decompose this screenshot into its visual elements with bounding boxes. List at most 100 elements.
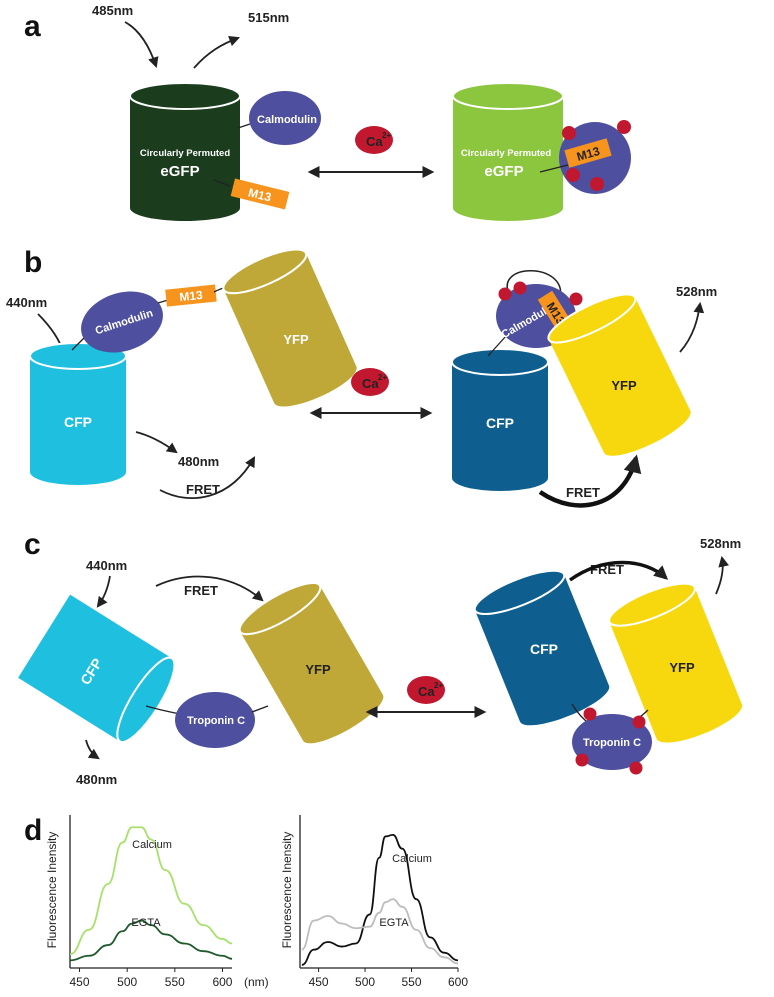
yfp-label: YFP xyxy=(669,660,695,675)
calcium-ion xyxy=(351,368,389,396)
fret-arrow xyxy=(568,560,669,582)
series-line-egta xyxy=(301,898,459,965)
calcium-ion xyxy=(498,287,512,301)
fret-label: FRET xyxy=(186,482,220,497)
cfp-emission-label: 480nm xyxy=(76,772,117,787)
calcium-charge: 2+ xyxy=(378,373,387,382)
x-tick-label: 550 xyxy=(165,975,185,989)
yfp-barrel-active xyxy=(608,582,743,743)
x-tick-label: 550 xyxy=(402,975,422,989)
egfp-barrel-active: Circularly Permuted eGFP xyxy=(452,82,564,221)
m13-tag: M13 xyxy=(230,178,290,210)
excitation-arrow xyxy=(124,21,159,69)
yfp-emission-label: 528nm xyxy=(676,284,717,299)
calcium-ion xyxy=(590,177,604,191)
panel-a: a 485nm 515nm Circularly Permuted eGFP C… xyxy=(24,3,631,221)
series-line-egta xyxy=(69,919,233,962)
cfp-barrel: CFP xyxy=(29,342,127,485)
series-line-calcium xyxy=(69,826,233,956)
series-line-calcium xyxy=(301,833,459,966)
series-label: Calcium xyxy=(132,839,172,851)
panel-c: c 440nm FRET CFP Troponin C YFP 480nm Ca… xyxy=(18,528,743,787)
fret-arrow xyxy=(538,454,642,508)
emission-arrow xyxy=(193,35,241,69)
x-tick-label: 450 xyxy=(309,975,329,989)
calmodulin-label: Calmodulin xyxy=(257,114,317,126)
yfp-label: YFP xyxy=(611,378,637,393)
calmodulin-blob: Calmodulin xyxy=(81,291,163,353)
calcium-label: Ca xyxy=(418,684,435,699)
x-tick-label: 600 xyxy=(212,975,232,989)
yfp-barrel-active xyxy=(547,293,691,456)
yfp-emission-arrow xyxy=(715,555,729,595)
linker-loop xyxy=(506,270,562,299)
yfp-emission-label: 528nm xyxy=(700,536,741,551)
cfp-label: CFP xyxy=(64,414,92,430)
calcium-ion xyxy=(632,715,646,729)
series-label: EGTA xyxy=(131,917,161,929)
calcium-ion xyxy=(569,292,583,306)
calcium-charge: 2+ xyxy=(382,131,391,140)
yfp-emission-arrow xyxy=(679,301,705,353)
troponin-blob xyxy=(572,714,652,770)
m13-label: M13 xyxy=(575,144,602,164)
y-axis-label: Fluorescence Inensity xyxy=(280,832,294,949)
yfp-label: YFP xyxy=(283,332,309,347)
cfp-emission-arrow xyxy=(135,431,178,454)
egfp-label-line2: eGFP xyxy=(160,163,199,180)
linker xyxy=(251,705,269,713)
troponin-blob xyxy=(175,692,255,748)
troponin-label: Troponin C xyxy=(583,737,641,749)
linker xyxy=(237,123,251,129)
panel-b-letter: b xyxy=(24,246,42,279)
x-tick-label: 500 xyxy=(355,975,375,989)
m13-tag: M13 xyxy=(564,138,612,168)
series-label: EGTA xyxy=(379,917,409,929)
panel-b-excitation-label: 440nm xyxy=(6,295,47,310)
fret-label: FRET xyxy=(566,485,600,500)
cfp-label: CFP xyxy=(486,415,514,431)
egfp-label-line1: Circularly Permuted xyxy=(461,148,551,159)
fret-arrow xyxy=(155,575,264,602)
yfp-barrel xyxy=(238,581,384,744)
panel-c-letter: c xyxy=(24,528,41,561)
linker xyxy=(539,164,569,173)
linker xyxy=(213,179,231,187)
calcium-label: Ca xyxy=(366,134,383,149)
series-label: Calcium xyxy=(392,853,432,865)
calcium-ion xyxy=(575,753,589,767)
calcium-ion xyxy=(562,126,576,140)
y-axis-label: Fluorescence Inensity xyxy=(45,832,59,949)
panel-d-letter: d xyxy=(24,814,42,847)
calcium-charge: 2+ xyxy=(434,681,443,690)
x-tick-label: 500 xyxy=(117,975,137,989)
egfp-label-line1: Circularly Permuted xyxy=(140,148,230,159)
cfp-emission-arrow xyxy=(85,739,100,760)
cfp-barrel xyxy=(18,594,176,744)
cfp-barrel-active: CFP xyxy=(451,348,549,491)
calcium-ion xyxy=(407,676,445,704)
yfp-barrel xyxy=(222,248,357,407)
calmodulin-blob xyxy=(249,91,321,145)
panel-a-excitation-label: 485nm xyxy=(92,3,133,18)
fret-label: FRET xyxy=(184,583,218,598)
yfp-label: YFP xyxy=(305,662,331,677)
calcium-ion xyxy=(617,120,631,134)
x-unit-label: (nm) xyxy=(244,975,269,989)
linker xyxy=(487,335,507,357)
calcium-ion xyxy=(355,126,393,154)
panel-d: d Fluorescence Inensity 450 500 550 600 (nm) C… xyxy=(24,814,468,989)
panel-c-excitation-label: 440nm xyxy=(86,558,127,573)
calcium-ion xyxy=(566,168,580,182)
calcium-label: Ca xyxy=(362,376,379,391)
cfp-label: CFP xyxy=(530,641,558,657)
cfp-emission-label: 480nm xyxy=(178,454,219,469)
m13-label: M13 xyxy=(247,185,273,204)
egfp-label-line2: eGFP xyxy=(484,163,523,180)
calcium-ion xyxy=(629,761,643,775)
m13-label: M13 xyxy=(179,288,204,304)
cfp-barrel-active xyxy=(473,569,610,726)
